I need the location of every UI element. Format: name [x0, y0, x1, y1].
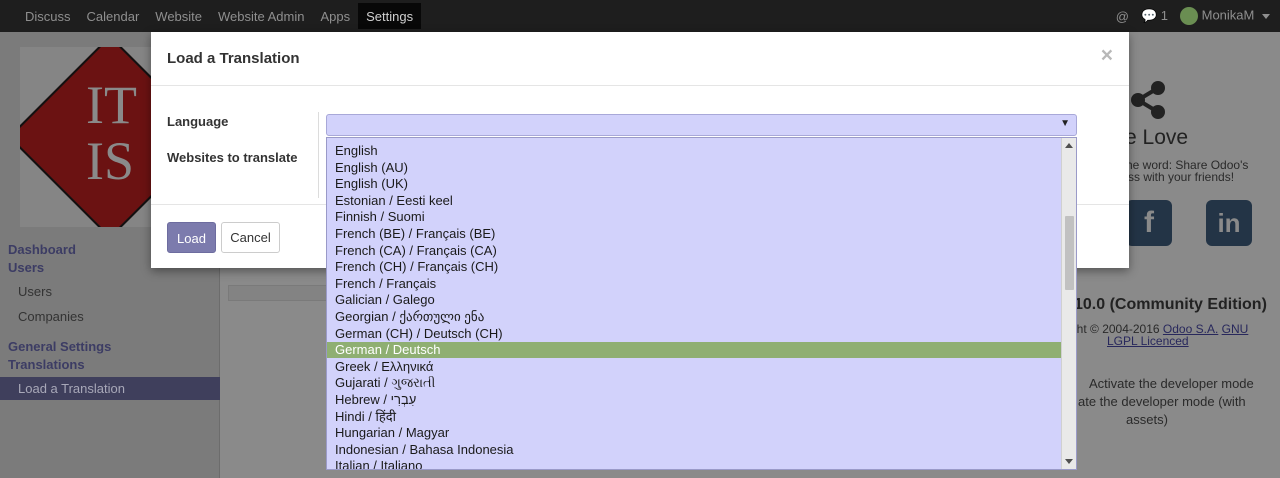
language-option[interactable]: French / Français — [335, 275, 437, 291]
language-option[interactable]: Greek / Ελληνικά — [335, 358, 434, 374]
copyright: ght © 2004-2016 Odoo S.A. GNU — [1070, 322, 1248, 336]
language-option[interactable]: German (CH) / Deutsch (CH) — [335, 325, 503, 341]
facebook-icon[interactable]: f — [1126, 200, 1172, 246]
field-divider — [318, 112, 319, 198]
sidebar-section-users[interactable]: Users — [8, 260, 45, 275]
language-option[interactable]: Hebrew / עִבְרִי — [335, 392, 417, 407]
caret-down-icon — [1262, 13, 1270, 19]
mention-icon[interactable]: @ — [1115, 8, 1129, 24]
close-icon[interactable]: × — [1100, 44, 1113, 67]
language-option[interactable]: English — [335, 143, 378, 158]
app-menu-item[interactable]: Discuss — [25, 9, 71, 24]
messages-count: 1 — [1160, 8, 1168, 23]
share-icon — [1131, 81, 1165, 119]
language-label: Language — [167, 114, 229, 129]
language-select[interactable]: ▼ — [326, 114, 1077, 136]
lgpl-line: LGPL Licenced — [1107, 334, 1189, 348]
sidebar-section-dashboard[interactable]: Dashboard — [8, 242, 76, 257]
app-menu-item[interactable]: Website — [155, 9, 203, 24]
sidebar-item-users[interactable]: Users — [18, 284, 52, 299]
scroll-up-icon[interactable] — [1065, 143, 1073, 148]
copyright-text: ght © 2004-2016 — [1070, 322, 1163, 336]
options-scrollbar[interactable] — [1061, 138, 1076, 469]
sidebar-section-general-settings[interactable]: General Settings — [8, 339, 112, 354]
dialog-header: Load a Translation × — [151, 32, 1129, 86]
websites-label: Websites to translate — [167, 150, 298, 165]
language-option[interactable]: French (CH) / Français (CH) — [335, 259, 499, 275]
language-option[interactable]: Georgian / ქართული ენა — [335, 309, 485, 324]
activate-developer-mode-link[interactable]: Activate the developer mode — [1089, 376, 1254, 391]
scroll-down-icon[interactable] — [1065, 459, 1073, 464]
odoo-edition: 10.0 (Community Edition) — [1074, 296, 1267, 313]
share-text-1: he word: Share Odoo's — [1126, 158, 1249, 172]
language-option[interactable]: Hungarian / Magyar — [335, 425, 450, 441]
sidebar-item-load-translation[interactable]: Load a Translation — [0, 377, 220, 400]
cancel-button[interactable]: Cancel — [221, 222, 280, 253]
language-option[interactable]: German / Deutsch — [327, 342, 1061, 359]
app-menu-item[interactable]: Settings — [358, 3, 422, 29]
language-option[interactable]: French (CA) / Français (CA) — [335, 242, 497, 258]
language-option[interactable]: English (UK) — [335, 176, 408, 192]
odoo-link[interactable]: Odoo S.A. — [1162, 322, 1219, 336]
sidebar-section-translations[interactable]: Translations — [8, 357, 85, 372]
user-name: MonikaM — [1201, 7, 1255, 23]
lgpl-link[interactable]: LGPL Licenced — [1107, 334, 1189, 348]
topbar-right: @ 💬 1 MonikaM — [1104, 3, 1270, 29]
top-navbar: Discuss Calendar Website Website Admin Apps S… — [0, 0, 1280, 32]
language-option[interactable]: Italian / Italiano — [335, 458, 423, 470]
chat-icon: 💬 — [1140, 8, 1158, 23]
app-menu-item[interactable]: Website Admin — [218, 9, 305, 24]
avatar — [1180, 7, 1198, 25]
language-option[interactable]: English (AU) — [335, 159, 408, 175]
gnu-link[interactable]: GNU — [1221, 322, 1249, 336]
sidebar-item-companies[interactable]: Companies — [18, 309, 84, 324]
activate-developer-mode-assets-link[interactable]: ate the developer mode (with — [1078, 394, 1246, 409]
scroll-thumb[interactable] — [1065, 216, 1074, 290]
share-text-2: ss with your friends! — [1128, 170, 1235, 184]
app-menu: Discuss Calendar Website Website Admin Apps S… — [17, 3, 422, 29]
app-menu-item[interactable]: Calendar — [86, 9, 140, 24]
assets-text[interactable]: assets) — [1126, 412, 1168, 427]
dropdown-arrow-icon: ▼ — [1060, 118, 1070, 129]
app-menu-item[interactable]: Apps — [320, 9, 351, 24]
language-option[interactable]: Gujarati / ગુજરાતી — [335, 375, 436, 391]
language-option[interactable]: Hindi / हिंदी — [335, 408, 396, 424]
user-menu[interactable]: MonikaM — [1180, 7, 1270, 25]
dialog-title: Load a Translation — [167, 50, 300, 67]
language-option[interactable]: Estonian / Eesti keel — [335, 192, 453, 208]
language-option[interactable]: French (BE) / Français (BE) — [335, 226, 496, 241]
load-button[interactable]: Load — [167, 222, 216, 253]
language-option[interactable]: Galician / Galego — [335, 292, 435, 308]
messages-button[interactable]: 💬 1 — [1141, 8, 1168, 24]
language-option[interactable]: Indonesian / Bahasa Indonesia — [335, 441, 514, 457]
linkedin-icon[interactable]: in — [1206, 200, 1252, 246]
language-option[interactable]: Finnish / Suomi — [335, 209, 425, 225]
